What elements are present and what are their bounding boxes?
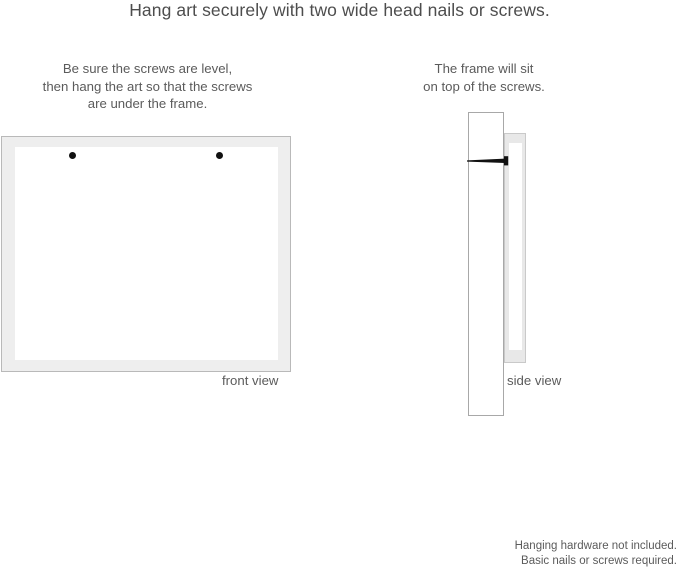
screw-dot-right-icon (216, 152, 223, 159)
front-view-caption: Be sure the screws are level, then hang … (42, 61, 253, 111)
footer-line-2: Basic nails or screws required. (521, 554, 677, 567)
side-view-frame-inner (509, 143, 522, 350)
screw-dot-left-icon (69, 152, 76, 159)
side-view-caption: The frame will sit on top of the screws. (423, 61, 545, 94)
side-view-label: side view (507, 373, 562, 388)
footer-line-1: Hanging hardware not included. (514, 540, 677, 552)
front-view-mat (15, 147, 278, 360)
footer-note: Hanging hardware not included. Basic nai… (515, 539, 677, 568)
page-title: Hang art securely with two wide head nai… (129, 0, 550, 20)
nail-side-icon (467, 156, 509, 166)
front-view-label: front view (222, 373, 279, 388)
